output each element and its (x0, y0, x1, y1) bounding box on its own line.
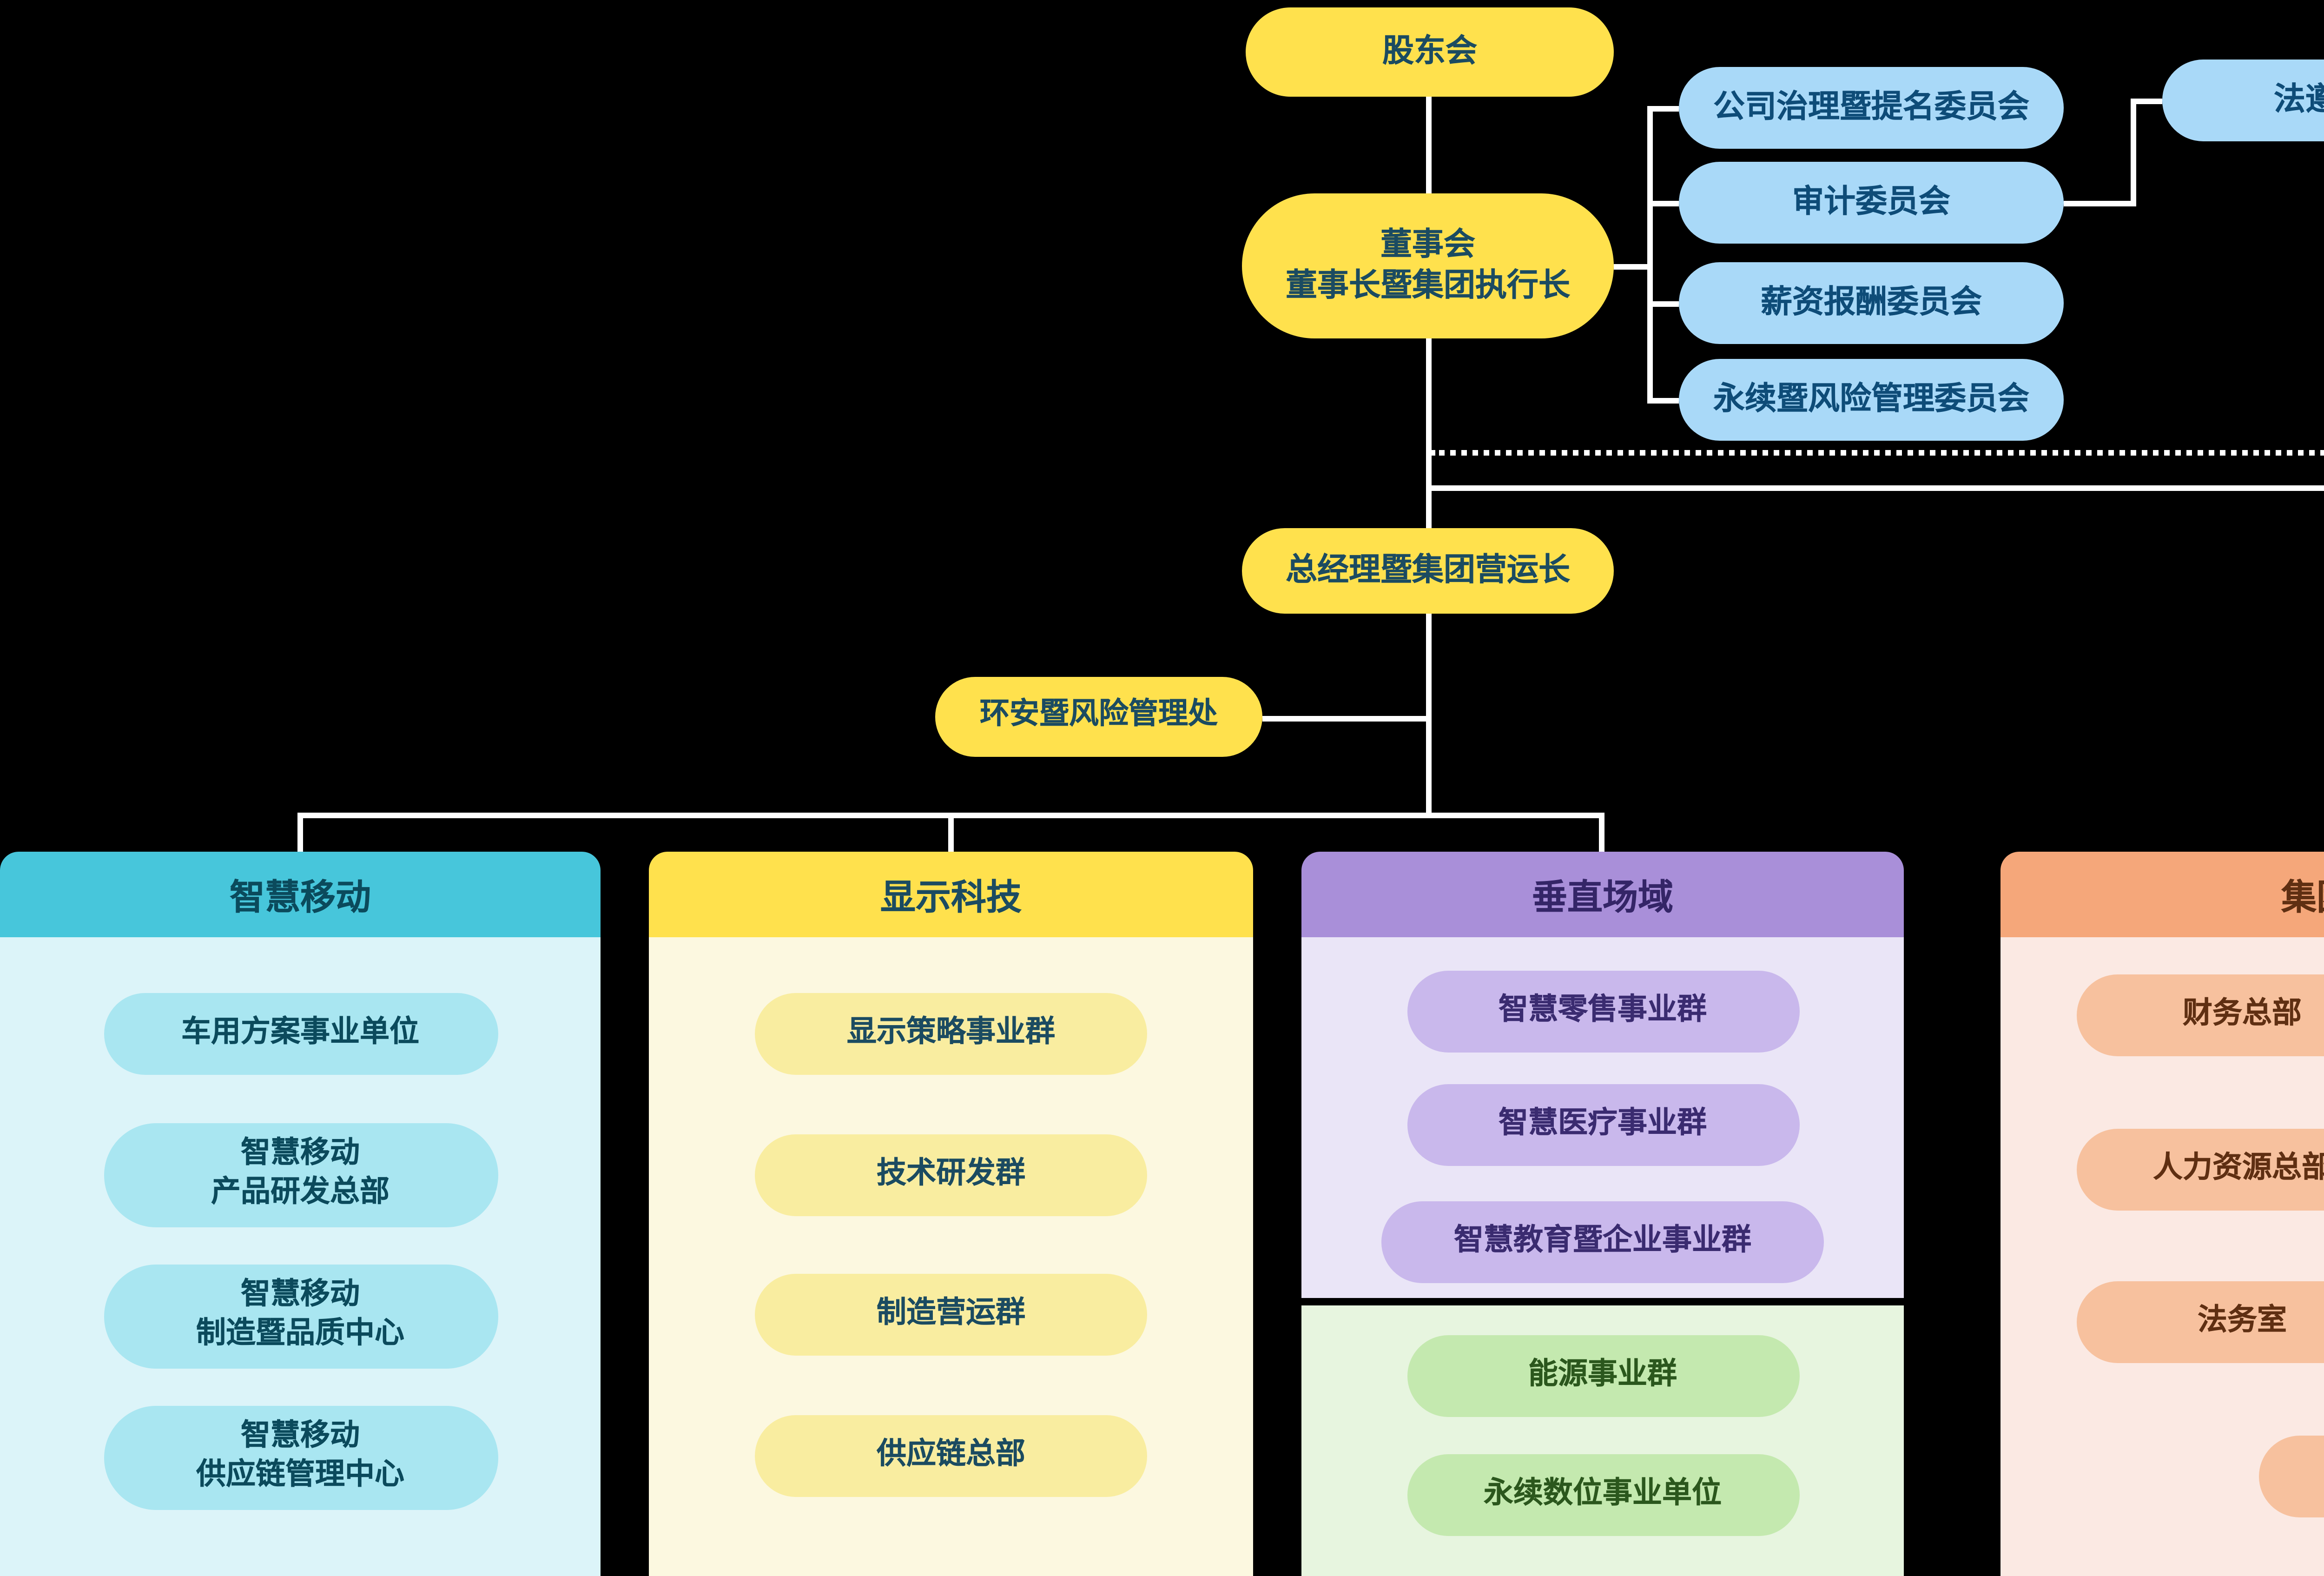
connector-board-bracket (1614, 263, 1651, 269)
connector-audit-compliance-v (2131, 98, 2136, 205)
connector-committee-4 (1647, 397, 1679, 403)
node-automotive-solutions: 车用方案事业单位 (103, 993, 497, 1075)
node-committee-sustainability: 永续暨风险管理委员会 (1679, 359, 2064, 441)
connector-ehs (1262, 715, 1426, 721)
node-committee-compensation: 薪资报酬委员会 (1679, 262, 2064, 344)
node-mobility-supply-chain: 智慧移动 供应链管理中心 (103, 1406, 497, 1510)
connector-drop-mobility (297, 812, 303, 852)
connector-drop-vertical (1598, 812, 1604, 852)
connector-shareholders-board (1426, 97, 1432, 193)
node-supply-chain-hq: 供应链总部 (755, 1415, 1147, 1497)
node-finance-hq: 财务总部 (2077, 974, 2324, 1056)
node-mfg-operations-group: 制造营运群 (755, 1274, 1147, 1356)
connector-to-support-h (1426, 484, 2324, 490)
column-support-units: 集团营运支援单位 财务总部 人力资源总部 法务室 数位技术发展总部 永续发展总部… (2000, 852, 2324, 1576)
node-smart-medical: 智慧医疗事业群 (1406, 1084, 1799, 1166)
column-vertical-domains: 垂直场域 智慧零售事业群 智慧医疗事业群 智慧教育暨企业事业群 能源事业群 永续… (1301, 852, 1904, 1576)
node-committee-audit: 审计委员会 (1679, 162, 2064, 244)
node-tech-rd-group: 技术研发群 (755, 1134, 1147, 1216)
connector-drop-display (948, 812, 954, 852)
node-ehs-risk: 环安暨风险管理处 (935, 677, 1262, 757)
node-energy-group: 能源事业群 (1406, 1335, 1799, 1417)
connector-committee-3 (1647, 300, 1679, 306)
dotted-compliance-to-mainline (1429, 449, 2324, 455)
node-internal-audit: 稽核管理处 (2258, 1436, 2324, 1517)
node-hr-hq: 人力资源总部 (2077, 1129, 2324, 1211)
node-committee-governance: 公司治理暨提名委员会 (1679, 67, 2064, 149)
node-legal-office: 法务室 (2077, 1281, 2324, 1363)
column-header-vertical-domains: 垂直场域 (1301, 852, 1904, 937)
column-header-support-units: 集团营运支援单位 (2000, 852, 2324, 937)
column-display-tech: 显示科技 显示策略事业群 技术研发群 制造营运群 供应链总部 (649, 852, 1253, 1576)
connector-committee-bracket (1647, 105, 1653, 403)
node-board: 董事会 董事长暨集团执行长 (1242, 193, 1614, 338)
column-smart-mobility: 智慧移动 车用方案事业单位 智慧移动 产品研发总部 智慧移动 制造暨品质中心 智… (0, 852, 601, 1576)
connector-president-branch (1426, 614, 1432, 818)
node-president: 总经理暨集团营运长 (1242, 528, 1614, 614)
connector-board-president (1426, 338, 1432, 528)
node-mobility-rd: 智慧移动 产品研发总部 (103, 1123, 497, 1227)
node-display-strategy: 显示策略事业群 (755, 993, 1147, 1075)
node-shareholders: 股东会 (1246, 7, 1614, 97)
node-smart-retail: 智慧零售事业群 (1406, 971, 1799, 1053)
connector-compliance-stub (2131, 98, 2162, 103)
node-sustainable-digital: 永续数位事业单位 (1406, 1454, 1799, 1536)
node-mobility-mfg-quality: 智慧移动 制造暨品质中心 (103, 1265, 497, 1369)
connector-audit-compliance-h (2064, 200, 2136, 205)
node-chief-compliance: 法遵总顾问 (2162, 60, 2324, 141)
connector-committee-1 (1647, 105, 1679, 111)
node-smart-education-enterprise: 智慧教育暨企业事业群 (1381, 1201, 1824, 1283)
column-header-smart-mobility: 智慧移动 (0, 852, 601, 937)
connector-committee-2 (1647, 200, 1679, 205)
column-header-display-tech: 显示科技 (649, 852, 1253, 937)
